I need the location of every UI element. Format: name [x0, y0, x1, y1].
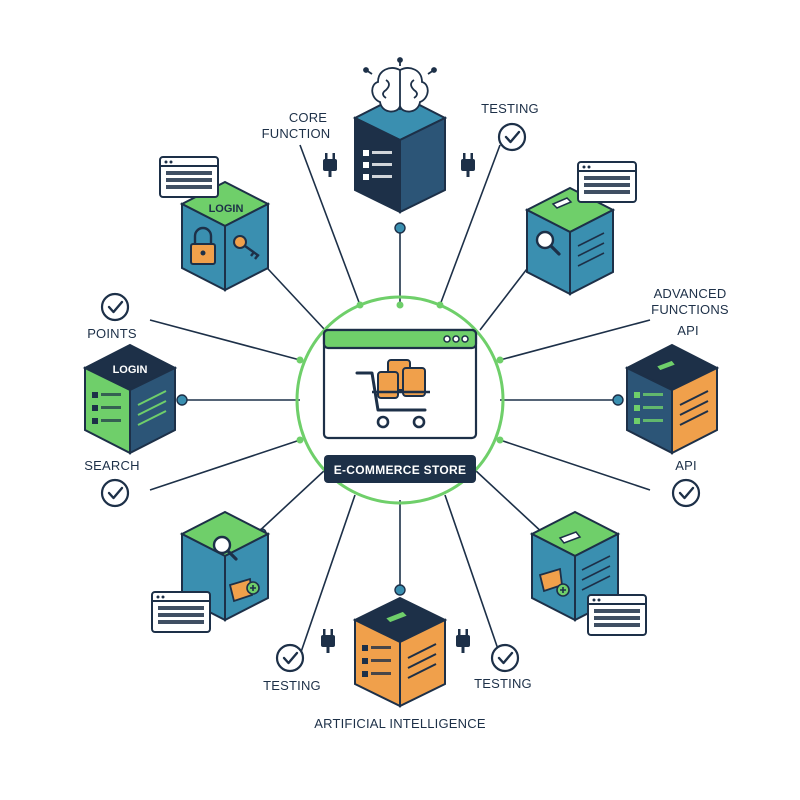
plug-icon [456, 629, 470, 653]
padlock-icon [190, 226, 216, 265]
testing-top-label: TESTING [481, 101, 539, 116]
login-cube-top-left: LOGIN [179, 180, 271, 292]
testing-bottom-right-label: TESTING [474, 676, 532, 691]
cart-cube-bottom-left [179, 510, 271, 622]
keyboard-icon [159, 156, 219, 198]
ai-cube-bottom [352, 596, 448, 708]
advanced-functions-label-line1: ADVANCED [654, 286, 727, 301]
check-icon [275, 643, 305, 673]
shopping-cart-icon [538, 567, 570, 597]
ecommerce-store-badge: E-COMMERCE STORE [324, 455, 476, 483]
core-function-label-line2: FUNCTION [262, 126, 331, 141]
check-icon [490, 643, 520, 673]
api-cube-right [624, 343, 720, 455]
shopping-cart-icon [228, 577, 260, 603]
artificial-intelligence-label: ARTIFICIAL INTELLIGENCE [314, 716, 486, 731]
check-icon [100, 478, 130, 508]
advanced-functions-label-line2: FUNCTIONS [651, 302, 729, 317]
keyboard-icon [151, 591, 211, 633]
keyboard-icon [587, 594, 647, 636]
connector-lines [149, 144, 651, 656]
api-lower-label: API [675, 458, 697, 473]
check-icon [100, 292, 130, 322]
check-icon [497, 122, 527, 152]
search-label: SEARCH [84, 458, 139, 473]
center-hub: E-COMMERCE STORE [295, 295, 505, 505]
plug-icon [321, 629, 335, 653]
api-upper-label: API [677, 323, 699, 338]
login-label-left: LOGIN [113, 364, 148, 376]
core-function-cube [352, 57, 448, 214]
ecommerce-store-label: E-COMMERCE STORE [334, 463, 467, 477]
brain-icon [363, 57, 437, 113]
search-cube-top-right [524, 186, 616, 296]
keyboard-icon [577, 161, 637, 203]
shopping-cart-icon [355, 359, 430, 429]
core-function-label-line1: CORE [289, 110, 327, 125]
key-icon [233, 235, 260, 260]
points-label: POINTS [87, 326, 137, 341]
testing-bottom-left-label: TESTING [263, 678, 321, 693]
login-cube-left: LOGIN [82, 343, 178, 455]
login-label-top-left: LOGIN [209, 203, 244, 215]
hub-ring [295, 295, 505, 505]
plug-icon [461, 153, 475, 177]
plug-icon [323, 153, 337, 177]
check-icon [671, 478, 701, 508]
